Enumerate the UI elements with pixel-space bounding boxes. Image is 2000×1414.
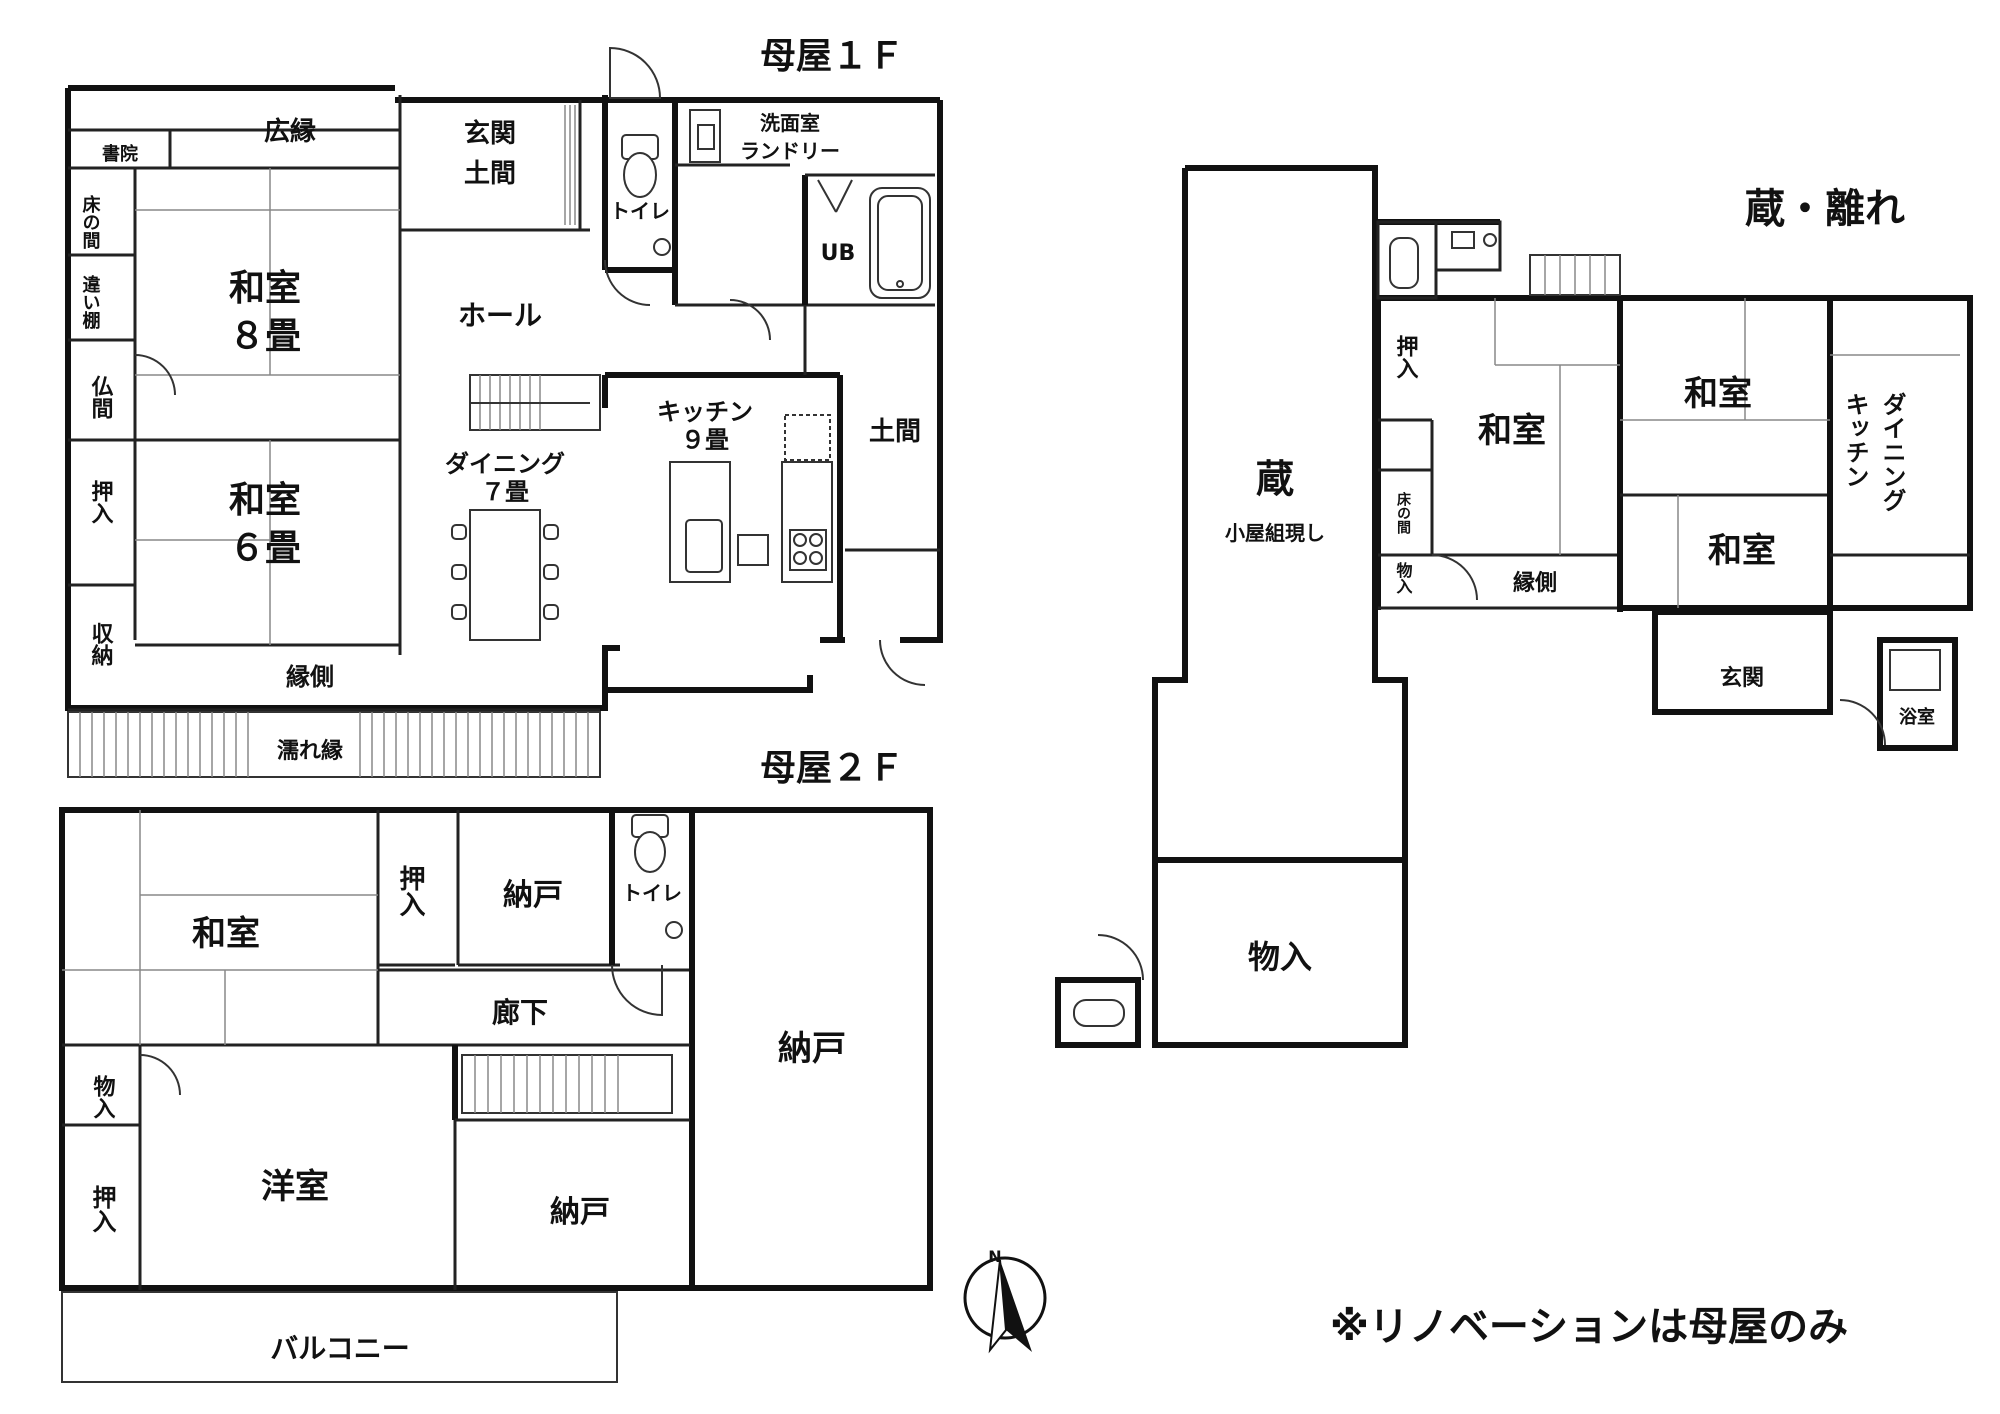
toilet-fixture-2f bbox=[631, 814, 683, 939]
room-roka: 廊下 bbox=[492, 996, 548, 1029]
renovation-note: ※リノベーションは母屋のみ bbox=[1330, 1304, 1848, 1350]
room-kura: 蔵 bbox=[1256, 457, 1294, 501]
room-kitchen-size: ９畳 bbox=[681, 426, 729, 454]
compass-icon: N bbox=[963, 1247, 1047, 1354]
room-laundry: ランドリー bbox=[740, 139, 840, 163]
room-chigaidana: 違い棚 bbox=[80, 274, 101, 330]
room-washitsu-annex-b: 和室 bbox=[1684, 374, 1752, 414]
room-washitsu-6-size: ６畳 bbox=[229, 528, 301, 569]
room-shoin: 書院 bbox=[102, 143, 138, 165]
balcony-outline bbox=[61, 1291, 618, 1383]
floor-1 bbox=[65, 46, 943, 778]
room-hiroen: 広縁 bbox=[264, 116, 316, 147]
stairs-2f bbox=[461, 1054, 673, 1114]
room-toilet-2f: トイレ bbox=[622, 881, 682, 905]
dining-table bbox=[451, 509, 559, 641]
room-kitchen: キッチン bbox=[657, 398, 753, 426]
room-genkan-annex: 玄関 bbox=[1720, 665, 1764, 691]
title-main-1f: 母屋１Ｆ bbox=[760, 36, 904, 77]
room-genkan: 玄関 bbox=[464, 118, 516, 149]
room-nureen: 濡れ縁 bbox=[277, 738, 343, 764]
room-tokonoma-annex: 床の間 bbox=[1395, 491, 1411, 535]
room-oshiire-annex: 押入 bbox=[1393, 334, 1419, 379]
room-senmenjo: 洗面室 bbox=[760, 111, 820, 135]
room-washitsu-2f: 和室 bbox=[192, 914, 260, 954]
room-ub: UB bbox=[821, 241, 856, 266]
nureen-deck bbox=[67, 711, 601, 778]
annex bbox=[1055, 165, 1973, 1048]
room-washitsu-8: 和室 bbox=[229, 268, 301, 309]
room-monoire-annex: 物入 bbox=[1248, 938, 1312, 976]
room-oshiire-1f: 押入 bbox=[88, 479, 114, 524]
room-kitchen-annex: キッチン bbox=[1841, 392, 1869, 488]
room-monoire-2f: 物入 bbox=[90, 1074, 116, 1119]
room-washitsu-annex-a: 和室 bbox=[1478, 411, 1546, 451]
room-genkan-doma: 土間 bbox=[464, 159, 516, 189]
room-washitsu-8-size: ８畳 bbox=[229, 316, 301, 357]
room-tokonoma: 床の間 bbox=[80, 194, 101, 250]
compass-north-label: N bbox=[988, 1247, 1001, 1266]
room-engawa-annex: 縁側 bbox=[1513, 570, 1557, 596]
title-main-2f: 母屋２Ｆ bbox=[760, 748, 904, 789]
room-washitsu-annex-c: 和室 bbox=[1708, 531, 1776, 571]
room-oshiire-2f-2: 押入 bbox=[88, 1185, 116, 1233]
room-yokushitsu: 浴室 bbox=[1899, 706, 1935, 728]
stairs-1f bbox=[469, 374, 601, 431]
room-doma-side: 土間 bbox=[869, 417, 921, 447]
room-washitsu-6: 和室 bbox=[229, 480, 301, 521]
room-balcony: バルコニー bbox=[270, 1332, 409, 1365]
room-hall: ホール bbox=[458, 299, 542, 332]
room-oshiire-2f: 押入 bbox=[395, 865, 425, 917]
floor-2 bbox=[59, 807, 933, 1383]
room-dining-size: ７畳 bbox=[481, 478, 529, 506]
room-butsuma: 仏間 bbox=[88, 375, 114, 420]
title-annex: 蔵・離れ bbox=[1745, 186, 1905, 232]
toilet-fixture-1f bbox=[621, 134, 671, 256]
room-kura-koyagumi: 小屋組現し bbox=[1225, 521, 1325, 545]
room-dining: ダイニング bbox=[445, 450, 565, 478]
room-dining-annex: ダイニング bbox=[1878, 392, 1906, 512]
room-nando-2f-1: 納戸 bbox=[503, 878, 563, 913]
room-monoire-small-annex: 物入 bbox=[1394, 561, 1413, 594]
room-toilet-1f: トイレ bbox=[610, 199, 670, 223]
kitchen-island bbox=[669, 414, 833, 583]
room-engawa-1f: 縁側 bbox=[286, 663, 334, 691]
room-shuno: 収納 bbox=[88, 622, 114, 667]
room-nando-2f-2: 納戸 bbox=[550, 1195, 610, 1230]
bath-fixtures-1f bbox=[689, 109, 931, 299]
room-yoshitsu: 洋室 bbox=[261, 1167, 329, 1207]
room-nando-2f-large: 納戸 bbox=[778, 1029, 846, 1069]
